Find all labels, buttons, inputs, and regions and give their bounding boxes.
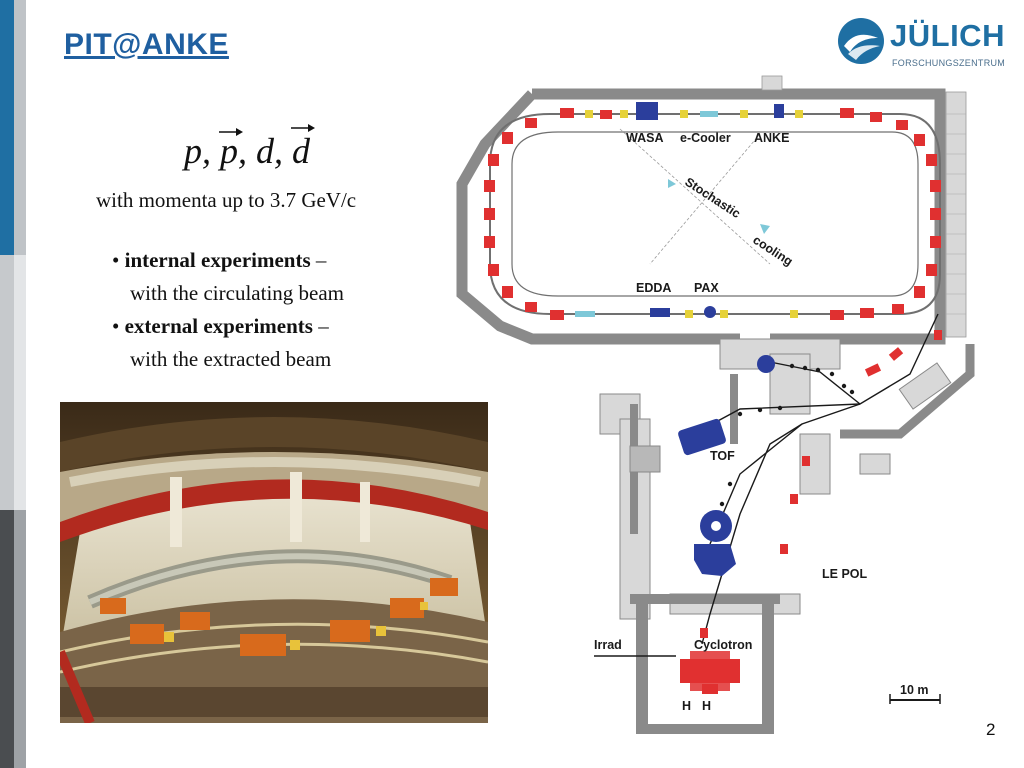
slide-sidebar xyxy=(0,0,26,768)
label-tof: TOF xyxy=(710,449,735,463)
label-anke: ANKE xyxy=(754,131,789,145)
particle-d: d xyxy=(256,131,274,171)
page-number: 2 xyxy=(986,720,996,739)
particle-list: p, p, d, d xyxy=(184,124,315,172)
accelerator-hall-photo xyxy=(60,402,488,723)
label-cooling: cooling xyxy=(750,233,795,269)
tof-detector xyxy=(678,418,726,456)
lower-building xyxy=(599,338,891,620)
label-edda: EDDA xyxy=(636,281,671,295)
logo-subtitle: FORSCHUNGSZENTRUM xyxy=(892,58,1006,68)
label-h-minus-1: H xyxy=(682,699,691,713)
label-cyclotron: Cyclotron xyxy=(694,638,752,652)
juelich-logo-mark-icon xyxy=(838,18,884,64)
label-irrad: Irrad xyxy=(594,638,622,652)
bullet-subtext: with the circulating beam xyxy=(130,281,345,305)
vector-arrow-icon xyxy=(219,128,243,136)
scale-label: 10 m xyxy=(900,683,929,697)
label-wasa: WASA xyxy=(626,131,664,145)
bullet-bold: external experiments xyxy=(124,314,313,338)
momenta-text: with momenta up to 3.7 GeV/c xyxy=(96,188,357,212)
label-stochastic: Stochastic xyxy=(682,175,743,221)
logo-name: JÜLICH xyxy=(890,18,1005,53)
label-lepol: LE POL xyxy=(822,567,868,581)
label-h-minus-2: H xyxy=(702,699,711,713)
juelich-logo: JÜLICH FORSCHUNGSZENTRUM xyxy=(836,14,1006,74)
particle-polarized-p: p xyxy=(219,128,243,172)
bullet-item: • external experiments – xyxy=(112,314,329,338)
cosy-facility-layout-diagram: WASA e-Cooler ANKE Stochastic cooling ED… xyxy=(456,75,975,734)
bullet-list: • internal experiments – with the circul… xyxy=(112,244,344,376)
bullet-subtext: with the extracted beam xyxy=(130,347,332,371)
particle-p: p xyxy=(184,131,202,171)
spectrometer xyxy=(694,510,736,576)
bullet-bold: internal experiments xyxy=(124,248,311,272)
label-pax: PAX xyxy=(694,281,719,295)
slide-title: PIT@ANKE xyxy=(64,28,229,61)
target-chamber xyxy=(757,355,775,373)
cyclotron xyxy=(680,651,740,694)
vector-arrow-icon xyxy=(291,124,315,132)
label-ecooler: e-Cooler xyxy=(680,131,731,145)
bullet-item: • internal experiments – xyxy=(112,248,327,272)
detectors xyxy=(636,102,784,318)
particle-polarized-d: d xyxy=(291,124,315,172)
scale-bar: 10 m xyxy=(889,683,941,704)
brick-wall xyxy=(761,75,967,338)
dipole-magnets xyxy=(484,108,941,320)
